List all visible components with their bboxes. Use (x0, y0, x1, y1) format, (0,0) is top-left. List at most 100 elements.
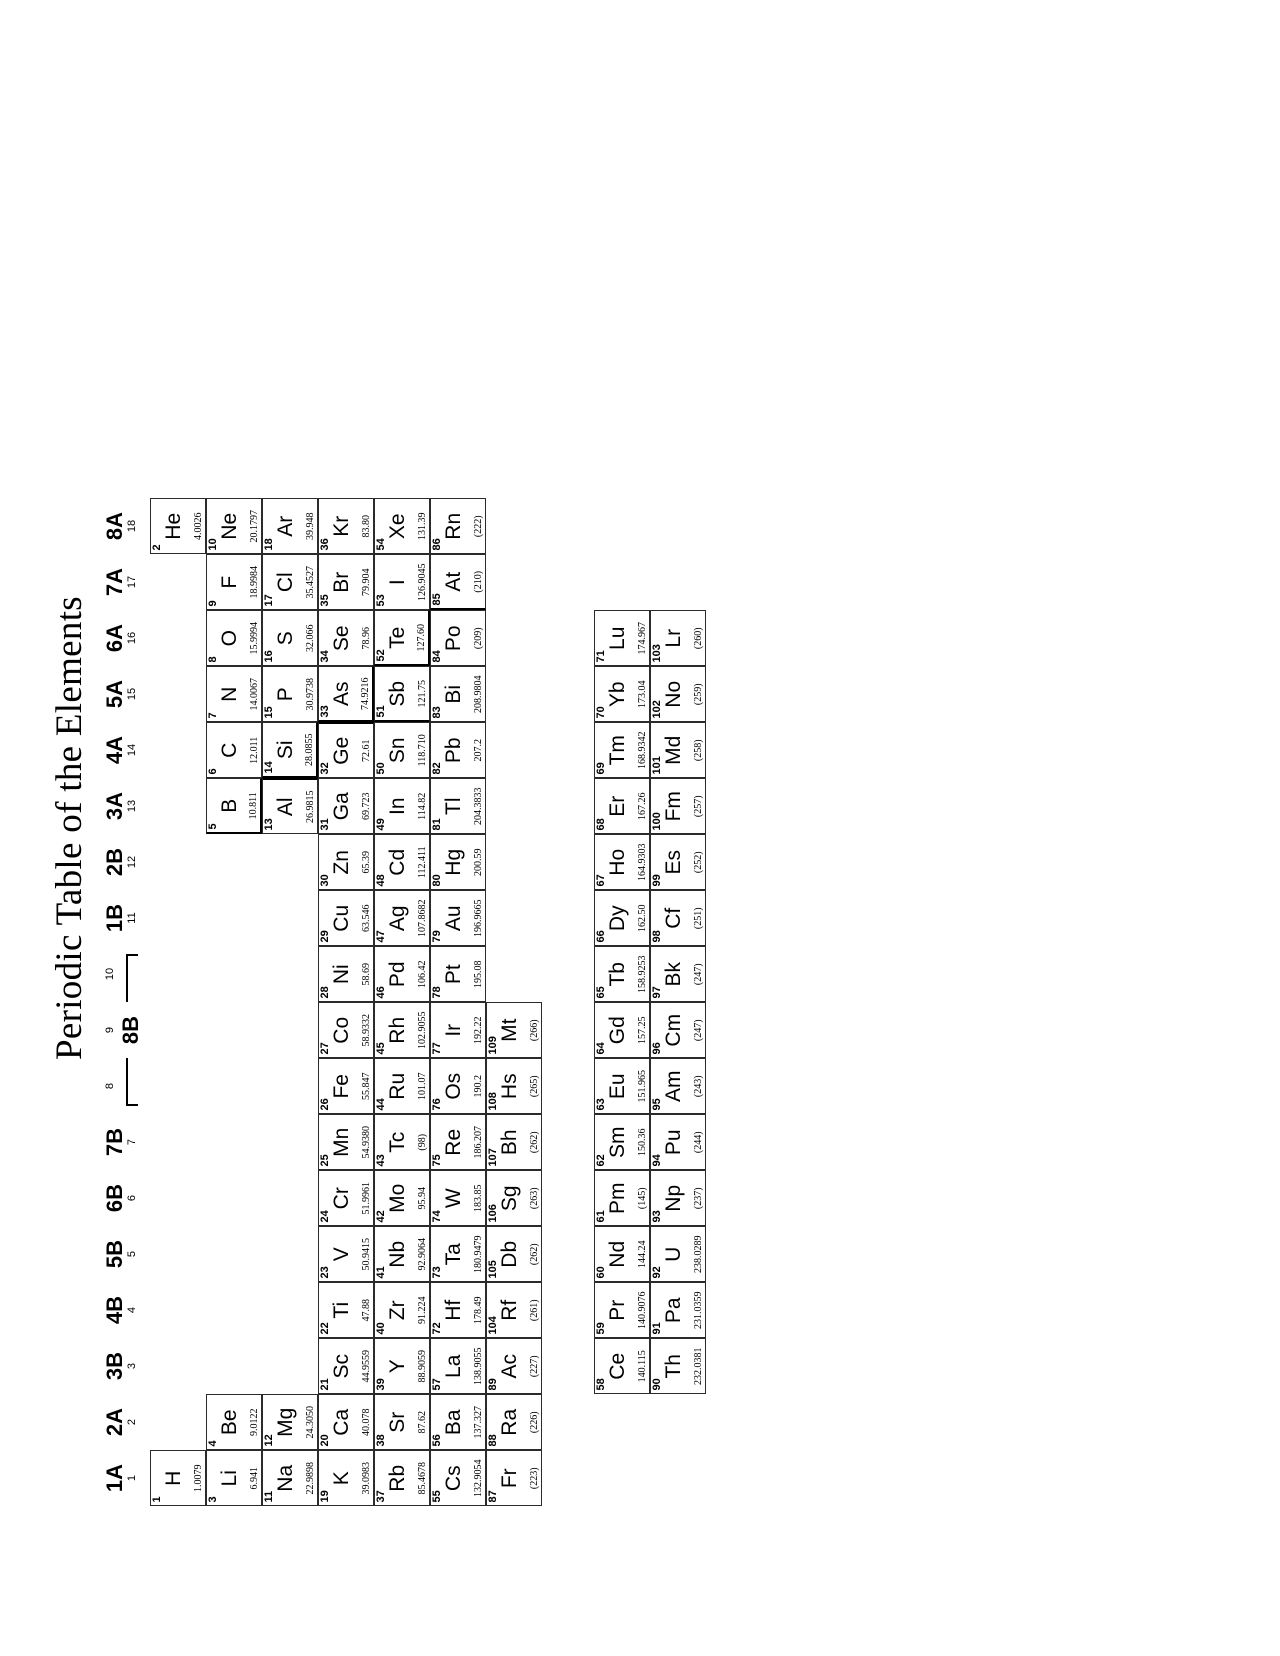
element-cell[interactable]: 104Rf(261) (485, 1282, 542, 1339)
element-cell[interactable]: 14Si28.0855 (261, 722, 318, 779)
element-cell[interactable]: 78Pt195.08 (429, 946, 486, 1003)
element-cell[interactable]: 6C12.011 (205, 722, 262, 779)
element-cell[interactable]: 7N14.0067 (205, 666, 262, 723)
actinide-cell[interactable]: 98Cf(251) (649, 890, 706, 947)
element-cell[interactable]: 10Ne20.1797 (205, 498, 262, 555)
element-cell[interactable]: 53I126.9045 (373, 554, 430, 611)
actinide-cell[interactable]: 99Es(252) (649, 834, 706, 891)
lanthanide-cell[interactable]: 62Sm150.36 (593, 1114, 650, 1171)
lanthanide-cell[interactable]: 63Eu151.965 (593, 1058, 650, 1115)
element-cell[interactable]: 107Bh(262) (485, 1114, 542, 1171)
actinide-cell[interactable]: 96Cm(247) (649, 1002, 706, 1059)
element-cell[interactable]: 87Fr(223) (485, 1450, 542, 1507)
element-cell[interactable]: 46Pd106.42 (373, 946, 430, 1003)
element-cell[interactable]: 77Ir192.22 (429, 1002, 486, 1059)
element-cell[interactable]: 106Sg(263) (485, 1170, 542, 1227)
element-cell[interactable]: 79Au196.9665 (429, 890, 486, 947)
element-cell[interactable]: 15P30.9738 (261, 666, 318, 723)
actinide-cell[interactable]: 91Pa231.0359 (649, 1282, 706, 1339)
element-cell[interactable]: 27Co58.9332 (317, 1002, 374, 1059)
lanthanide-cell[interactable]: 70Yb173.04 (593, 666, 650, 723)
element-cell[interactable]: 2He4.0026 (149, 498, 206, 555)
actinide-cell[interactable]: 97Bk(247) (649, 946, 706, 1003)
element-cell[interactable]: 86Rn(222) (429, 498, 486, 555)
element-cell[interactable]: 88Ra(226) (485, 1394, 542, 1451)
element-cell[interactable]: 55Cs132.9054 (429, 1450, 486, 1507)
lanthanide-cell[interactable]: 68Er167.26 (593, 778, 650, 835)
element-cell[interactable]: 41Nb92.9064 (373, 1226, 430, 1283)
element-cell[interactable]: 18Ar39.948 (261, 498, 318, 555)
element-cell[interactable]: 52Te127.60 (373, 610, 430, 667)
lanthanide-cell[interactable]: 66Dy162.50 (593, 890, 650, 947)
element-cell[interactable]: 19K39.0983 (317, 1450, 374, 1507)
element-cell[interactable]: 20Ca40.078 (317, 1394, 374, 1451)
element-cell[interactable]: 5B10.811 (205, 778, 262, 835)
element-cell[interactable]: 34Se78.96 (317, 610, 374, 667)
element-cell[interactable]: 45Rh102.9055 (373, 1002, 430, 1059)
actinide-cell[interactable]: 103Lr(260) (649, 610, 706, 667)
element-cell[interactable]: 17Cl35.4527 (261, 554, 318, 611)
element-cell[interactable]: 80Hg200.59 (429, 834, 486, 891)
actinide-cell[interactable]: 93Np(237) (649, 1170, 706, 1227)
actinide-cell[interactable]: 90Th232.0381 (649, 1338, 706, 1395)
element-cell[interactable]: 12Mg24.3050 (261, 1394, 318, 1451)
element-cell[interactable]: 16S32.066 (261, 610, 318, 667)
element-cell[interactable]: 44Ru101.07 (373, 1058, 430, 1115)
element-cell[interactable]: 36Kr83.80 (317, 498, 374, 555)
element-cell[interactable]: 39Y88.9059 (373, 1338, 430, 1395)
element-cell[interactable]: 37Rb85.4678 (373, 1450, 430, 1507)
element-cell[interactable]: 75Re186.207 (429, 1114, 486, 1171)
element-cell[interactable]: 73Ta180.9479 (429, 1226, 486, 1283)
element-cell[interactable]: 25Mn54.9380 (317, 1114, 374, 1171)
element-cell[interactable]: 26Fe55.847 (317, 1058, 374, 1115)
element-cell[interactable]: 30Zn65.39 (317, 834, 374, 891)
element-cell[interactable]: 76Os190.2 (429, 1058, 486, 1115)
lanthanide-cell[interactable]: 60Nd144.24 (593, 1226, 650, 1283)
element-cell[interactable]: 49In114.82 (373, 778, 430, 835)
lanthanide-cell[interactable]: 67Ho164.9303 (593, 834, 650, 891)
element-cell[interactable]: 89Ac(227) (485, 1338, 542, 1395)
element-cell[interactable]: 3Li6.941 (205, 1450, 262, 1507)
actinide-cell[interactable]: 94Pu(244) (649, 1114, 706, 1171)
actinide-cell[interactable]: 101Md(258) (649, 722, 706, 779)
element-cell[interactable]: 105Db(262) (485, 1226, 542, 1283)
element-cell[interactable]: 23V50.9415 (317, 1226, 374, 1283)
element-cell[interactable]: 47Ag107.8682 (373, 890, 430, 947)
element-cell[interactable]: 108Hs(265) (485, 1058, 542, 1115)
element-cell[interactable]: 33As74.9216 (317, 666, 374, 723)
element-cell[interactable]: 11Na22.9898 (261, 1450, 318, 1507)
element-cell[interactable]: 13Al26.9815 (261, 778, 318, 835)
element-cell[interactable]: 82Pb207.2 (429, 722, 486, 779)
lanthanide-cell[interactable]: 71Lu174.967 (593, 610, 650, 667)
element-cell[interactable]: 29Cu63.546 (317, 890, 374, 947)
element-cell[interactable]: 8O15.9994 (205, 610, 262, 667)
lanthanide-cell[interactable]: 61Pm(145) (593, 1170, 650, 1227)
actinide-cell[interactable]: 95Am(243) (649, 1058, 706, 1115)
element-cell[interactable]: 1H1.0079 (149, 1450, 206, 1507)
element-cell[interactable]: 57La138.9055 (429, 1338, 486, 1395)
element-cell[interactable]: 32Ge72.61 (317, 722, 374, 779)
element-cell[interactable]: 48Cd112.411 (373, 834, 430, 891)
element-cell[interactable]: 51Sb121.75 (373, 666, 430, 723)
element-cell[interactable]: 35Br79.904 (317, 554, 374, 611)
lanthanide-cell[interactable]: 65Tb158.9253 (593, 946, 650, 1003)
element-cell[interactable]: 21Sc44.9559 (317, 1338, 374, 1395)
element-cell[interactable]: 31Ga69.723 (317, 778, 374, 835)
element-cell[interactable]: 4Be9.0122 (205, 1394, 262, 1451)
element-cell[interactable]: 56Ba137.327 (429, 1394, 486, 1451)
actinide-cell[interactable]: 102No(259) (649, 666, 706, 723)
element-cell[interactable]: 84Po(209) (429, 610, 486, 667)
element-cell[interactable]: 24Cr51.9961 (317, 1170, 374, 1227)
element-cell[interactable]: 9F18.9984 (205, 554, 262, 611)
element-cell[interactable]: 28Ni58.69 (317, 946, 374, 1003)
actinide-cell[interactable]: 100Fm(257) (649, 778, 706, 835)
lanthanide-cell[interactable]: 64Gd157.25 (593, 1002, 650, 1059)
lanthanide-cell[interactable]: 58Ce140.115 (593, 1338, 650, 1395)
element-cell[interactable]: 42Mo95.94 (373, 1170, 430, 1227)
element-cell[interactable]: 40Zr91.224 (373, 1282, 430, 1339)
element-cell[interactable]: 72Hf178.49 (429, 1282, 486, 1339)
element-cell[interactable]: 81Tl204.3833 (429, 778, 486, 835)
element-cell[interactable]: 43Tc(98) (373, 1114, 430, 1171)
element-cell[interactable]: 109Mt(266) (485, 1002, 542, 1059)
element-cell[interactable]: 22Ti47.88 (317, 1282, 374, 1339)
